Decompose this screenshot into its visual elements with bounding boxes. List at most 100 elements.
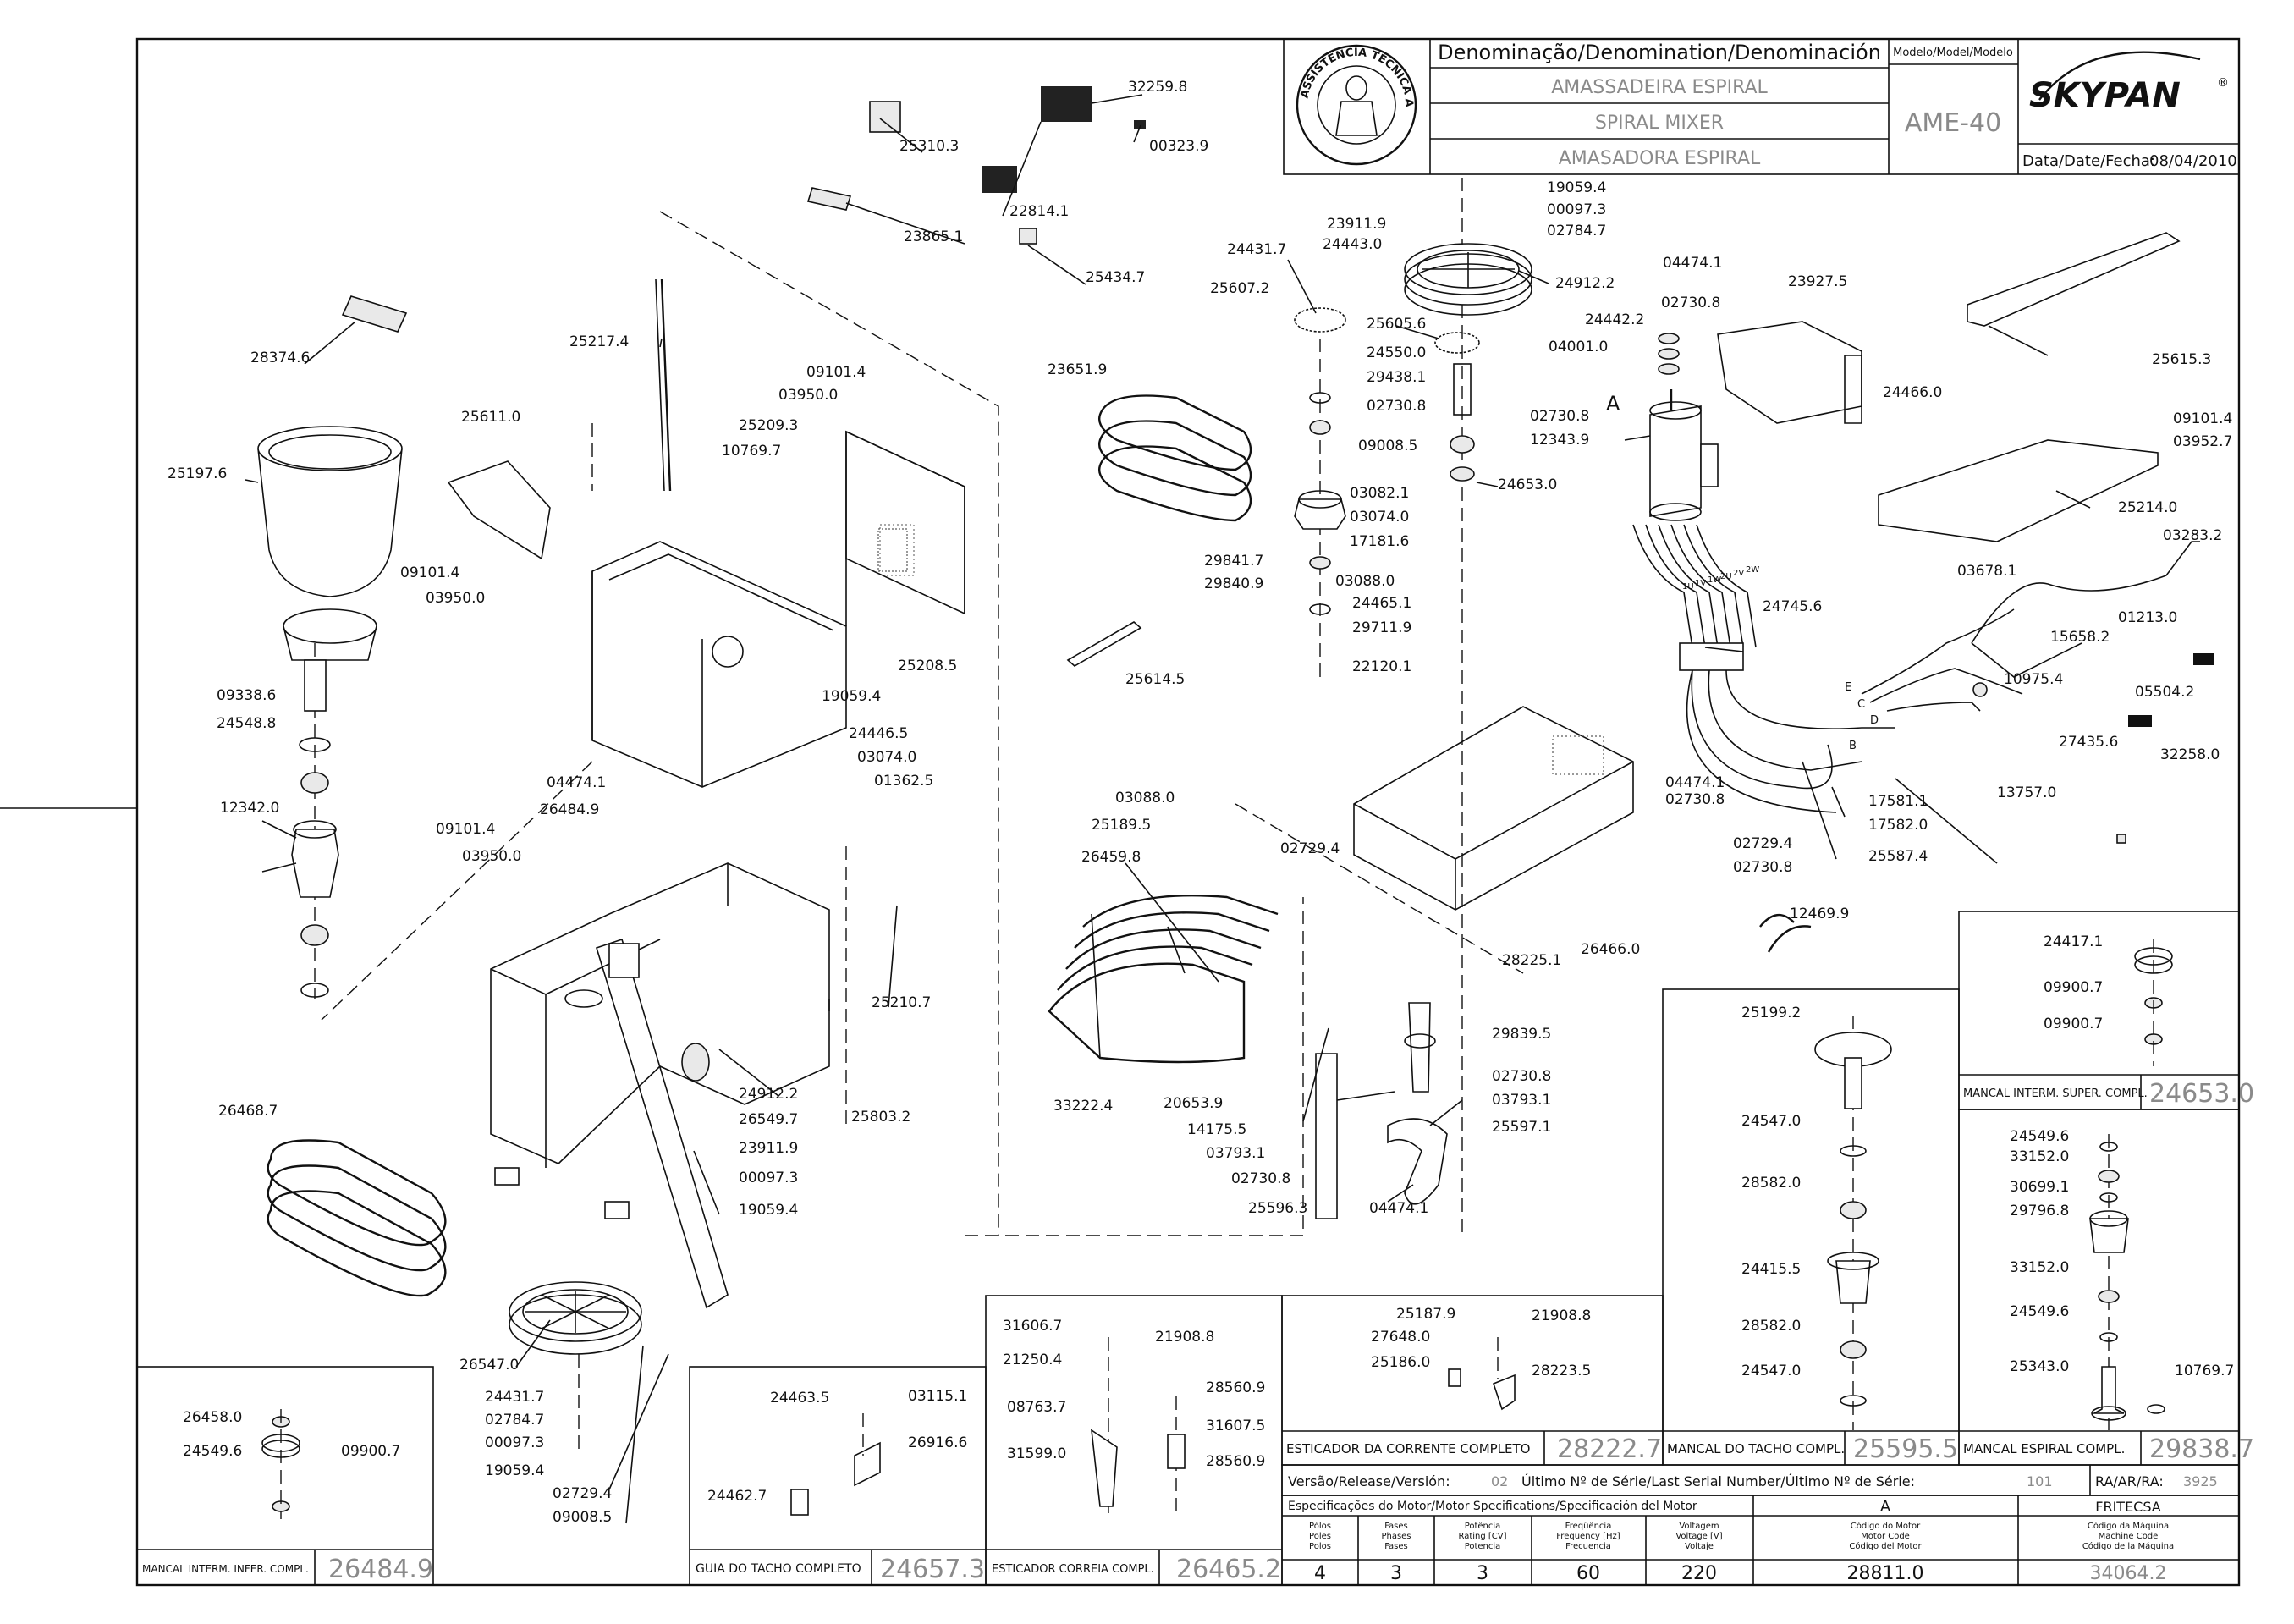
part-label: 13757.0 (1997, 784, 2056, 801)
part-label: 27648.0 (1371, 1329, 1430, 1346)
denomination-header: Denominação/Denomination/Denominación (1438, 41, 1881, 64)
part-label: 25197.6 (168, 465, 227, 482)
part-label: 25614.5 (1125, 671, 1185, 688)
part-label: 25187.9 (1396, 1306, 1455, 1323)
svg-text:Polos: Polos (1309, 1542, 1331, 1551)
part-label: 00097.3 (739, 1170, 798, 1186)
part-label: 12469.9 (1790, 906, 1849, 922)
svg-text:ASSISTÊNCIA TÉCNICA AUTORIZADA: ASSISTÊNCIA TÉCNICA AUTORIZADA (0, 0, 1415, 107)
part-label: 24912.2 (739, 1086, 798, 1103)
part-label: 09101.4 (400, 564, 459, 581)
svg-text:Machine Code: Machine Code (2099, 1532, 2159, 1541)
part-label: 28223.5 (1532, 1363, 1591, 1379)
part-label: 24549.6 (2010, 1128, 2069, 1145)
spec-rating: 3 (1477, 1563, 1488, 1584)
part-label: 01213.0 (2118, 609, 2177, 626)
part-label: 14175.5 (1187, 1121, 1246, 1138)
model-value: AME-40 (1905, 108, 2001, 138)
top-cover (1878, 232, 2181, 542)
part-label: 24912.2 (1555, 275, 1615, 292)
part-label: 26466.0 (1581, 941, 1640, 958)
machine-frame (591, 430, 965, 788)
part-label: 09101.4 (2173, 410, 2232, 427)
part-label: 09900.7 (341, 1443, 400, 1460)
assembly-code: 24653.0 (2149, 1079, 2254, 1109)
part-label: 26916.6 (908, 1434, 967, 1451)
tension-bar (1315, 1053, 1338, 1219)
part-label: 25596.3 (1248, 1200, 1307, 1217)
date-label: Data/Date/Fecha: (2022, 152, 2155, 170)
model-header: Modelo/Model/Modelo (1893, 47, 2013, 59)
part-label: 25208.5 (898, 658, 957, 674)
part-label: 09900.7 (2044, 979, 2103, 996)
part-label: 21908.8 (1155, 1329, 1214, 1346)
part-label: 25199.2 (1741, 1005, 1801, 1021)
machine-base (490, 862, 830, 1219)
part-label: 19059.4 (739, 1202, 798, 1219)
serial-value: 101 (2027, 1473, 2053, 1489)
detail-drawings (261, 939, 2173, 1519)
part-label: 04474.1 (1369, 1200, 1428, 1217)
version-value: 02 (1491, 1473, 1508, 1489)
part-label: 25186.0 (1371, 1354, 1430, 1371)
part-label: 02729.4 (1733, 835, 1792, 852)
part-label: 04474.1 (1663, 255, 1722, 272)
svg-text:Poles: Poles (1309, 1532, 1331, 1541)
svg-text:Rating [CV]: Rating [CV] (1458, 1532, 1506, 1541)
part-label: 33152.0 (2010, 1259, 2069, 1276)
part-label: 03950.0 (462, 848, 521, 865)
part-label: 03950.0 (426, 590, 485, 607)
assembly-code: 28222.7 (1557, 1434, 1662, 1464)
part-label: 03793.1 (1206, 1145, 1265, 1162)
assembly-code: 25595.5 (1853, 1434, 1958, 1464)
part-label: 03793.1 (1492, 1092, 1551, 1109)
belt-set-center (1098, 394, 1252, 522)
detail-box-lines (136, 911, 2240, 1586)
part-label: 03678.1 (1957, 563, 2016, 580)
part-label: 02730.8 (1492, 1068, 1551, 1085)
part-label: 03952.7 (2173, 433, 2232, 450)
part-label: 24466.0 (1883, 384, 1942, 401)
part-label: 09900.7 (2044, 1016, 2103, 1032)
leader-lines (245, 94, 2091, 1524)
svg-text:Código da Máquina: Código da Máquina (2088, 1521, 2169, 1531)
gear-housing (1353, 706, 1634, 911)
part-label: 12343.9 (1530, 432, 1589, 449)
lower-pulley (509, 1281, 642, 1456)
part-label: 24745.6 (1763, 598, 1822, 615)
gear-small (1294, 307, 1480, 354)
spec-machine-code: 34064.2 (2090, 1563, 2167, 1584)
svg-text:Fases: Fases (1384, 1542, 1408, 1551)
spec-phases: 3 (1390, 1563, 1402, 1584)
part-label: 26547.0 (459, 1357, 519, 1374)
part-label: 24548.8 (217, 715, 276, 732)
spec-motor-code: 28811.0 (1847, 1563, 1924, 1584)
assembly-title: MANCAL INTERM. INFER. COMPL. (142, 1563, 309, 1575)
lower-arm (596, 938, 729, 1309)
badge-plates (869, 86, 1146, 245)
part-label: 24442.2 (1585, 311, 1644, 328)
part-label: 23651.9 (1048, 361, 1107, 378)
part-label: 33222.4 (1053, 1098, 1113, 1115)
wire-letter-d: D (1870, 714, 1879, 727)
part-label: 04474.1 (1665, 774, 1725, 791)
motor: A (1606, 389, 1719, 521)
part-label: 08763.7 (1007, 1399, 1066, 1416)
svg-text:Phases: Phases (1381, 1532, 1411, 1541)
part-label: 23865.1 (904, 228, 963, 245)
assembly-code: 26484.9 (328, 1555, 433, 1584)
part-label: 12342.0 (220, 800, 279, 817)
assembly-title: ESTICADOR CORREIA COMPL. (992, 1563, 1154, 1576)
serial-label: Último Nº de Série/Last Serial Number/Úl… (1521, 1473, 1915, 1489)
manufacturer: FRITECSA (2095, 1499, 2161, 1515)
assembly-titles: MANCAL INTERM. SUPER. COMPL. 24653.0 MAN… (142, 1079, 2254, 1584)
part-label: 29796.8 (2010, 1203, 2069, 1219)
part-label: 10975.4 (2004, 671, 2063, 688)
part-label: 09008.5 (553, 1509, 612, 1526)
part-label: 02730.8 (1231, 1170, 1290, 1187)
version-label: Versão/Release/Versión: (1288, 1473, 1450, 1489)
part-label: 25434.7 (1086, 269, 1145, 286)
svg-text:Pólos: Pólos (1309, 1521, 1331, 1531)
bowl-shaft-stack (261, 643, 339, 999)
part-label: 25189.5 (1092, 817, 1151, 834)
